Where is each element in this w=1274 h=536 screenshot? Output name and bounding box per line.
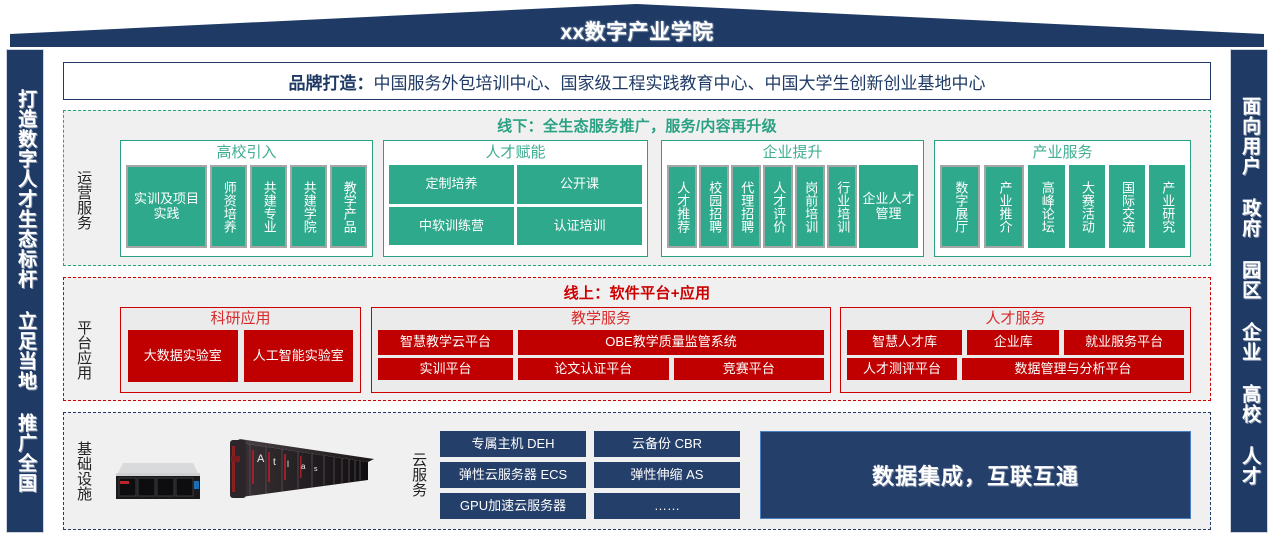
atlas-server-row-icon: A t l a s — [228, 432, 378, 504]
left-pillar-label: 打造数字人才生态标杆 立足当地 推广全国 — [15, 89, 37, 493]
group-title: 科研应用 — [210, 310, 271, 327]
tile-joint-major[interactable]: 共建专业 — [250, 165, 287, 248]
svg-text:t: t — [273, 457, 276, 468]
tile-international-exchange[interactable]: 国际交流 — [1108, 165, 1145, 248]
tile-as[interactable]: 弹性伸缩 AS — [594, 462, 740, 488]
tile-teacher-training[interactable]: 师资培养 — [210, 165, 247, 248]
tile-competition-platform[interactable]: 竞赛平台 — [673, 358, 824, 380]
tile-gpu-server[interactable]: GPU加速云服务器 — [440, 493, 586, 519]
roof-banner: xx数字产业学院 — [10, 2, 1264, 47]
page-title: xx数字产业学院 — [560, 21, 714, 44]
cloud-service-label: 云服务 — [410, 451, 428, 497]
tile-competition-event[interactable]: 大赛活动 — [1068, 165, 1105, 248]
right-pillar-label: 面向用户 政府 园区 企业 高校 人才 — [1239, 96, 1261, 486]
tile-deh[interactable]: 专属主机 DEH — [440, 431, 586, 457]
group-talent-service[interactable]: 人才服务 智慧人才库 企业库 就业服务平台 人才测评平台 数据管理与分析平台 — [840, 307, 1191, 393]
group-industry-service[interactable]: 产业服务 数字展厅 产业推介 高峰论坛 大赛活动 国际交流 产业研究 — [934, 140, 1191, 257]
tile-employment-service-platform[interactable]: 就业服务平台 — [1064, 330, 1184, 355]
offline-side-label: 运营服务 — [75, 170, 93, 230]
tile-open-course[interactable]: 公开课 — [517, 165, 642, 204]
tile-practice-platform[interactable]: 实训平台 — [378, 358, 513, 380]
tile-summit-forum[interactable]: 高峰论坛 — [1028, 165, 1065, 248]
tile-enterprise-talent-mgmt[interactable]: 企业人才管理 — [859, 165, 918, 248]
data-integration-banner: 数据集成，互联互通 — [760, 431, 1191, 519]
tile-industry-promotion[interactable]: 产业推介 — [984, 165, 1025, 248]
tile-data-analytics-platform[interactable]: 数据管理与分析平台 — [962, 358, 1184, 380]
tile-industry-training[interactable]: 行业培训 — [827, 165, 857, 248]
tile-practice-training[interactable]: 实训及项目实践 — [126, 165, 207, 248]
svg-text:A: A — [257, 453, 265, 465]
tile-bigdata-lab[interactable]: 大数据实验室 — [128, 330, 238, 382]
group-research-apps[interactable]: 科研应用 大数据实验室 人工智能实验室 — [120, 307, 361, 393]
svg-text:l: l — [287, 459, 289, 469]
tile-talent-assessment[interactable]: 人才评价 — [763, 165, 793, 248]
tile-campus-recruit[interactable]: 校园招聘 — [699, 165, 729, 248]
group-university-intake[interactable]: 高校引入 实训及项目实践 师资培养 共建专业 共建学院 教学产品 — [120, 140, 373, 257]
brand-bar: 品牌打造： 中国服务外包培训中心、国家级工程实践教育中心、中国大学生创新创业基地… — [63, 62, 1211, 100]
tile-thesis-cert-platform[interactable]: 论文认证平台 — [518, 358, 669, 380]
rack-server-icon — [114, 461, 202, 501]
tile-pre-job-training[interactable]: 岗前培训 — [795, 165, 825, 248]
tile-certification-training[interactable]: 认证培训 — [517, 207, 642, 245]
tile-more[interactable]: …… — [594, 493, 740, 519]
tile-enterprise-pool[interactable]: 企业库 — [967, 330, 1060, 355]
group-title: 人才服务 — [985, 310, 1046, 327]
tile-teaching-product[interactable]: 教学产品 — [330, 165, 367, 248]
group-title: 产业服务 — [1032, 144, 1093, 161]
roof-shape-icon — [10, 4, 1264, 47]
group-title: 教学服务 — [570, 310, 631, 327]
brand-text: 中国服务外包培训中心、国家级工程实践教育中心、中国大学生创新创业基地中心 — [373, 73, 986, 93]
tile-smart-teaching-cloud[interactable]: 智慧教学云平台 — [378, 330, 513, 355]
offline-section-title: 线下：全生态服务推广，服务/内容再升级 — [497, 118, 777, 135]
brand-label: 品牌打造： — [288, 73, 374, 93]
tile-agency-recruit[interactable]: 代理招聘 — [731, 165, 761, 248]
tile-bootcamp[interactable]: 中软训练营 — [389, 207, 514, 245]
group-talent-empowerment[interactable]: 人才赋能 定制培养 公开课 中软训练营 认证培训 — [383, 140, 648, 257]
tile-custom-training[interactable]: 定制培养 — [389, 165, 514, 204]
group-title: 企业提升 — [762, 144, 823, 161]
online-section-title: 线上：软件平台+应用 — [563, 285, 711, 302]
group-title: 人才赋能 — [485, 144, 546, 161]
tile-industry-research[interactable]: 产业研究 — [1148, 165, 1186, 248]
tile-joint-college[interactable]: 共建学院 — [290, 165, 327, 248]
group-enterprise-upgrade[interactable]: 企业提升 人才推荐 校园招聘 代理招聘 人才评价 岗前培训 行业培训 企业人才管… — [661, 140, 924, 257]
online-side-label: 平台应用 — [75, 320, 93, 380]
tile-ai-lab[interactable]: 人工智能实验室 — [243, 330, 353, 382]
tile-smart-talent-pool[interactable]: 智慧人才库 — [847, 330, 963, 355]
tile-ecs[interactable]: 弹性云服务器 ECS — [440, 462, 586, 488]
infra-side-label: 基础设施 — [75, 441, 93, 501]
group-teaching-service[interactable]: 教学服务 智慧教学云平台 OBE教学质量监管系统 实训平台 论文认证平台 竞赛平… — [371, 307, 831, 393]
svg-text:s: s — [314, 466, 318, 473]
right-pillar: 面向用户 政府 园区 企业 高校 人才 — [1230, 49, 1268, 533]
svg-text:a: a — [301, 462, 306, 471]
tile-obe-quality-system[interactable]: OBE教学质量监管系统 — [518, 330, 824, 355]
tile-talent-recommend[interactable]: 人才推荐 — [667, 165, 697, 248]
tile-talent-assessment-platform[interactable]: 人才测评平台 — [847, 358, 957, 380]
group-title: 高校引入 — [216, 144, 277, 161]
tile-cbr[interactable]: 云备份 CBR — [594, 431, 740, 457]
left-pillar: 打造数字人才生态标杆 立足当地 推广全国 — [6, 49, 44, 533]
tile-digital-hall[interactable]: 数字展厅 — [940, 165, 981, 248]
